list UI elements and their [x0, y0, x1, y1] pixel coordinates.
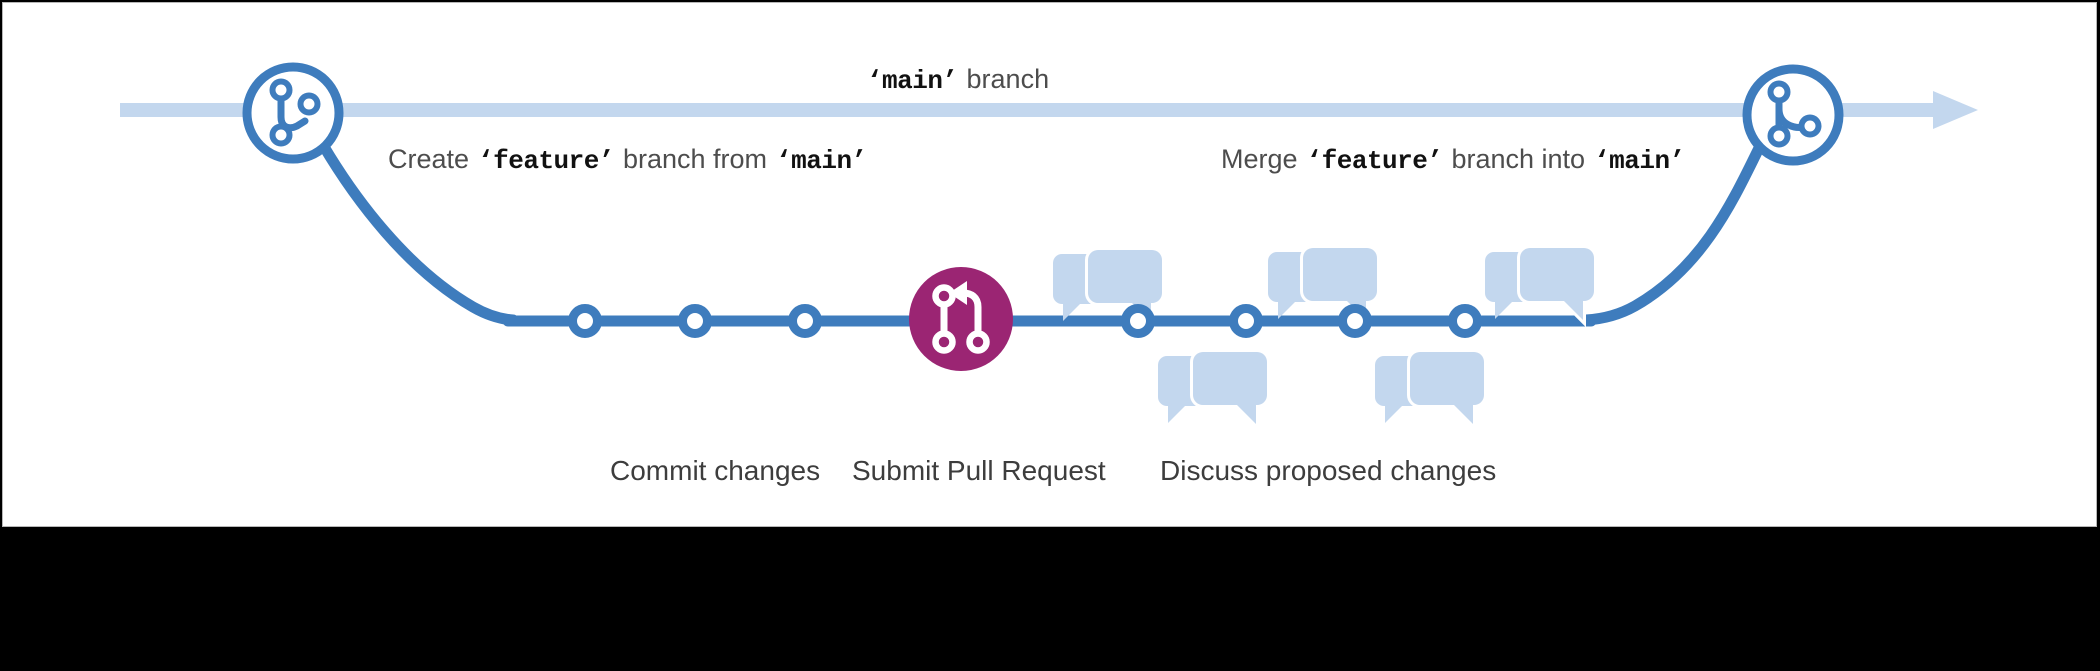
commit-node — [568, 304, 602, 338]
commit-node — [1121, 304, 1155, 338]
commit-node — [1229, 304, 1263, 338]
pull-request-circle — [909, 267, 1013, 371]
main-branch-word: branch — [966, 64, 1050, 94]
git-branch-icon — [242, 62, 344, 164]
caption-discuss-proposed-changes: Discuss proposed changes — [1160, 455, 1497, 486]
git-pull-request-icon — [909, 267, 1013, 371]
comment-bubble-pair — [1158, 352, 1267, 424]
git-merge-icon — [1742, 64, 1844, 166]
merge-feature-code: ‘feature’ — [1306, 146, 1443, 176]
merge-main-code: ‘main’ — [1594, 146, 1685, 176]
comment-bubble-pair — [1485, 248, 1594, 320]
create-prefix: Create — [388, 144, 470, 174]
commit-nodes — [568, 304, 1482, 338]
caption-commit-changes: Commit changes — [610, 455, 821, 486]
caption-submit-pull-request: Submit Pull Request — [852, 455, 1106, 486]
git-workflow-diagram — [120, 62, 1978, 527]
main-branch-label: ‘main’ branch — [866, 64, 1050, 96]
create-feature-code: ‘feature’ — [478, 146, 614, 176]
merge-prefix: Merge — [1221, 144, 1298, 174]
create-middle: branch from — [622, 144, 768, 174]
commit-node — [678, 304, 712, 338]
create-branch-label: Create ‘feature’ branch from ‘main’ — [388, 144, 867, 176]
diagram-card: ‘main’ branch Create ‘feature’ branch from ‘… — [2, 2, 2097, 527]
main-branch-arrowhead — [1933, 91, 1978, 129]
merge-branch-label: Merge ‘feature’ branch into ‘main’ — [1221, 144, 1685, 176]
comment-bubble-pair — [1375, 352, 1484, 424]
commit-node — [1448, 304, 1482, 338]
pull-request-arrowhead — [949, 281, 967, 305]
main-branch-code: ‘main’ — [866, 66, 958, 96]
create-main-code: ‘main’ — [776, 146, 867, 176]
merge-middle: branch into — [1451, 144, 1586, 174]
commit-node — [788, 304, 822, 338]
commit-node — [1338, 304, 1372, 338]
main-branch-line — [120, 91, 1978, 129]
